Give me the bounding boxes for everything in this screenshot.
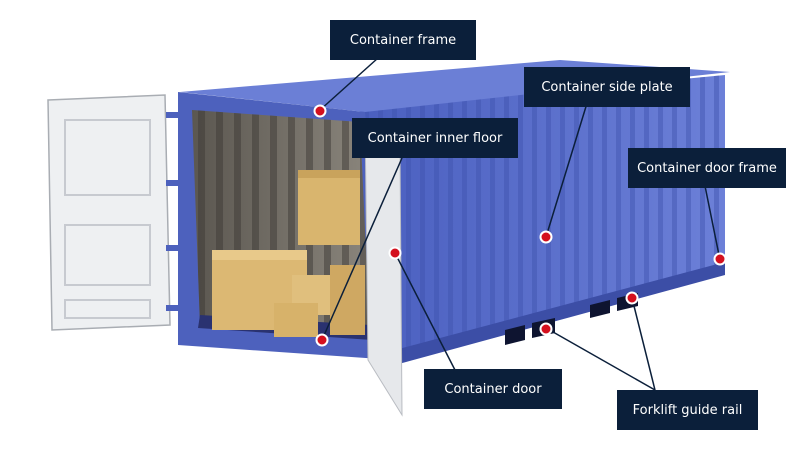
label-container-inner-floor: Container inner floor — [352, 118, 518, 158]
forklift-rail-marker-2 — [625, 291, 639, 305]
label-forklift-guide-rail: Forklift guide rail — [617, 390, 758, 430]
forklift-rail-marker-1 — [539, 322, 553, 336]
frame-marker — [313, 104, 327, 118]
door-marker — [388, 246, 402, 260]
label-container-door-frame: Container door frame — [628, 148, 786, 188]
door-frame-marker — [713, 252, 727, 266]
inner-floor-marker — [315, 333, 329, 347]
side-plate-marker — [539, 230, 553, 244]
label-container-side-plate: Container side plate — [524, 67, 690, 107]
label-container-frame: Container frame — [330, 20, 476, 60]
label-container-door: Container door — [424, 369, 562, 409]
